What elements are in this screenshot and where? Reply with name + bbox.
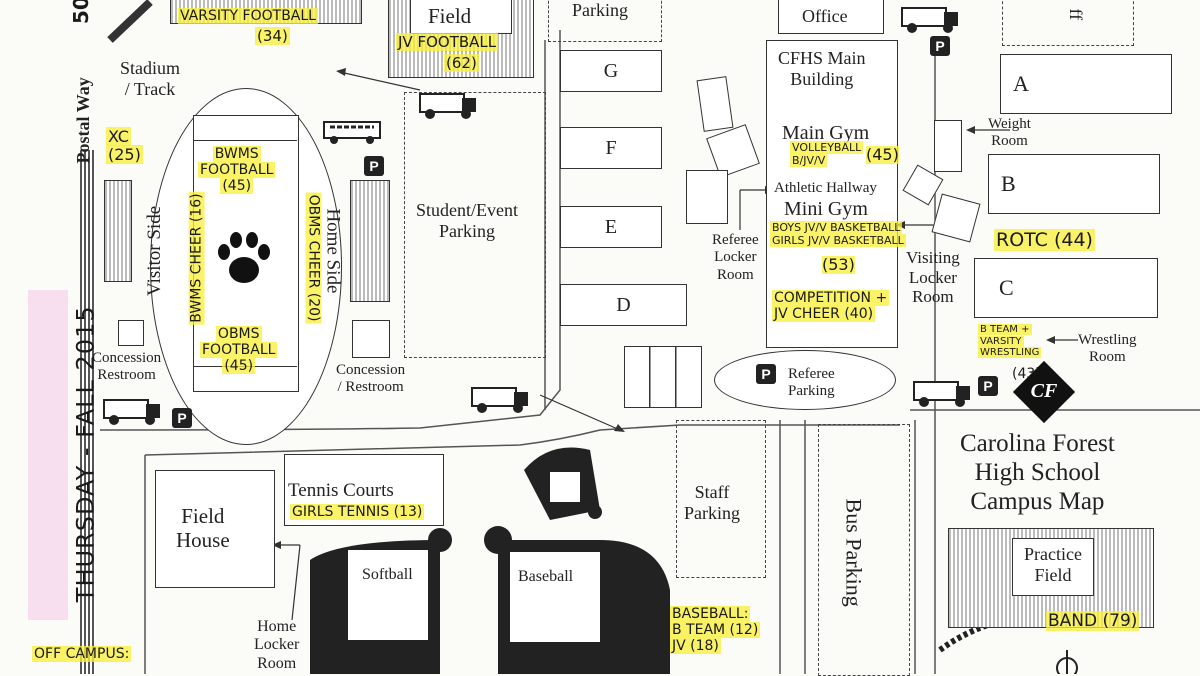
parking-top-box: [548, 0, 662, 42]
note-rotc: ROTC (44): [994, 229, 1095, 251]
note-girls-tennis: GIRLS TENNIS (13): [290, 504, 425, 520]
main-gym-label: Main Gym: [782, 122, 870, 144]
truck-icon-center: [471, 387, 528, 413]
office-box: [778, 0, 884, 34]
baseball-label: Baseball: [518, 568, 574, 585]
lot-f: F: [560, 127, 662, 169]
field-house-box: [155, 470, 275, 588]
note-jv-football: JV FOOTBALL: [396, 33, 499, 51]
truck-icon-left: [103, 399, 160, 425]
parking-icon-right: P: [978, 376, 998, 396]
bus-icon: [323, 121, 381, 144]
side-note-strip: [28, 290, 68, 620]
note-obms-cheer: OBMS CHEER (20): [305, 192, 322, 324]
staff-top-label: ff: [1066, 8, 1087, 21]
concession-right-box: [352, 320, 390, 358]
lot-d: D: [560, 284, 687, 326]
lot-b: B: [988, 154, 1160, 214]
cf-logo-text: CF: [1030, 380, 1058, 402]
note-obms-football: OBMS FOOTBALL (45): [200, 326, 278, 375]
bus-parking-label: Bus Parking: [841, 498, 867, 607]
diamonds-svg: [310, 447, 670, 674]
parking-icon-stadium: P: [364, 156, 384, 176]
note-baseball: BASEBALL: B TEAM (12) JV (18): [670, 606, 761, 655]
parking-icon-bottom-left: P: [172, 408, 192, 428]
lot-e: E: [560, 206, 662, 248]
practice-field-label-box: [1012, 538, 1094, 596]
visitor-side-label: Visitor Side: [144, 205, 166, 297]
note-basketball-count: (53): [822, 255, 855, 275]
weight-room-box: [934, 120, 962, 172]
staff-parking-area: [676, 420, 766, 578]
softball-label: Softball: [362, 566, 413, 583]
note-competition-cheer: COMPETITION +JV CHEER (40): [772, 290, 890, 323]
note-bwms-cheer: BWMS CHEER (16): [188, 191, 205, 325]
mini-gym-label: Mini Gym: [784, 198, 868, 220]
note-jv-football-count: (62): [444, 54, 479, 72]
portable-3: [686, 170, 728, 224]
home-bleachers: [350, 180, 390, 302]
athletic-hallway-label: Athletic Hallway: [774, 180, 877, 196]
side-note-text: THURSDAY - FALL 2015: [71, 305, 100, 603]
stadium-label: Stadium/ Track: [120, 58, 181, 99]
student-event-parking-area: [404, 92, 546, 358]
parking-top-label: Parking: [572, 0, 628, 20]
truck-icon-top-right: [901, 7, 958, 33]
top-number: 50: [69, 0, 93, 24]
office-label: Office: [802, 6, 848, 26]
home-side-label: Home Side: [322, 208, 344, 294]
truck-icon-right: [913, 381, 970, 407]
note-band: BAND (79): [1046, 611, 1140, 631]
postal-way-road: [80, 150, 96, 674]
compass-icon: [1056, 650, 1078, 674]
concession-right-label: Concession/ Restroom: [336, 362, 406, 396]
lot-c: C: [974, 258, 1158, 318]
field-endline-top: [193, 140, 297, 141]
postal-way-label: Postal Way: [72, 77, 93, 164]
note-bwms-football: BWMS FOOTBALL (45): [198, 146, 276, 195]
note-varsity-football-count: (34): [255, 27, 290, 45]
truck-icon: [419, 93, 476, 119]
note-varsity-football: VARSITY FOOTBALL: [178, 8, 318, 24]
paw-logo-icon: [218, 232, 270, 283]
parking-icon-referee: P: [756, 364, 776, 384]
lot-a: A: [1000, 54, 1172, 114]
lot-g: G: [560, 50, 662, 92]
field-top-label: Field: [428, 4, 472, 28]
referee-parking-oval: [714, 350, 896, 410]
concession-left-box: [118, 320, 144, 346]
parking-icon-top-right: P: [930, 36, 950, 56]
visitor-bleachers: [104, 180, 132, 282]
note-xc: XC(25): [106, 127, 143, 165]
note-off-campus: OFF CAMPUS:: [32, 646, 132, 662]
note-volleyball-count: (45): [866, 145, 899, 165]
small-lots-block: [624, 346, 702, 408]
tennis-courts-label: Tennis Courts: [288, 480, 394, 501]
staff-top-box: [1002, 0, 1134, 46]
